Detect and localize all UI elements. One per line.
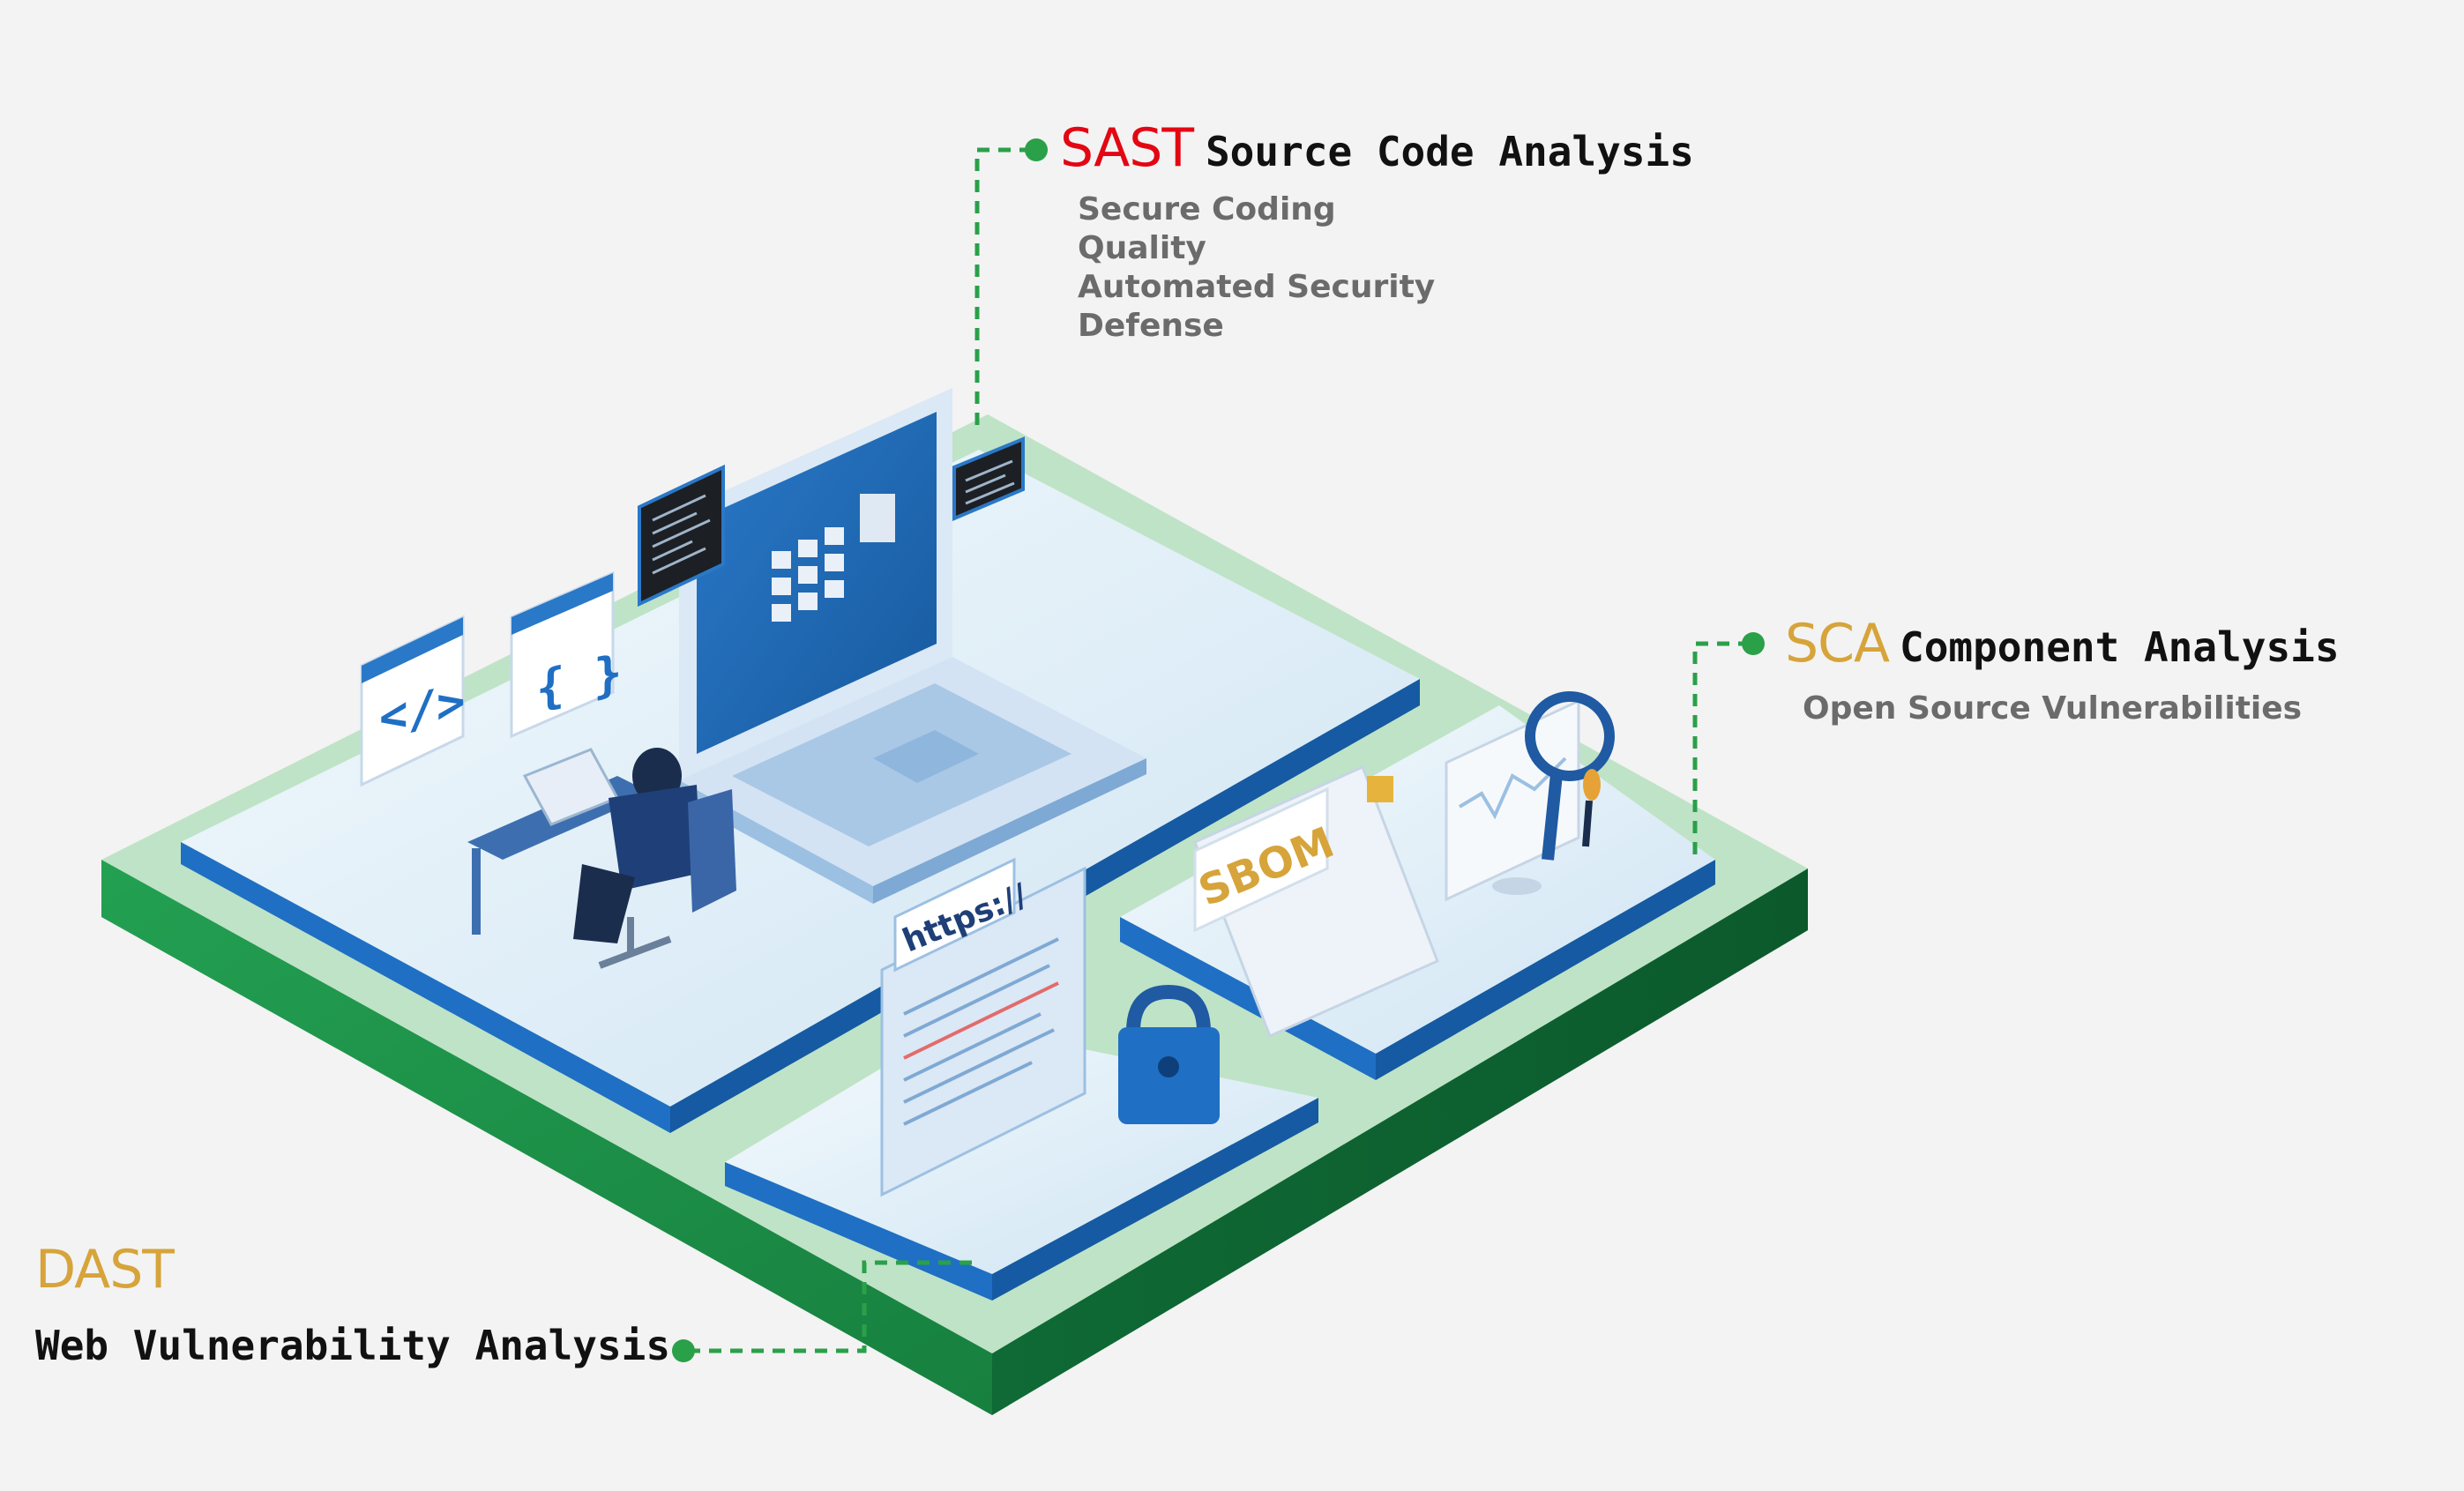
sast-title: Source Code Analysis: [1205, 128, 1694, 175]
sast-acronym: SAST: [1060, 117, 1194, 179]
sast-item: Automated Security: [1078, 269, 1436, 305]
sca-items: Open Source Vulnerabilities: [1803, 690, 2302, 728]
lock-icon: [1118, 984, 1220, 1124]
sast-item: Secure Coding: [1078, 191, 1336, 227]
dark-code-panel-1: [638, 464, 725, 608]
sca-acronym: SCA: [1785, 613, 1890, 675]
dast-acronym: DAST: [35, 1239, 175, 1301]
sast-items: Secure Coding Quality Automated Security…: [1078, 190, 1435, 346]
magnifier-icon: [1525, 691, 1615, 861]
sast-connector: [974, 138, 1048, 428]
sca-connector: [1692, 632, 1765, 860]
sca-item: Open Source Vulnerabilities: [1803, 690, 2303, 727]
sbom-document: SBOM: [1192, 764, 1439, 1039]
laptop-icon: [679, 388, 1146, 904]
sca-title: Component Analysis: [1900, 623, 2340, 671]
developer-figure: [467, 748, 736, 969]
dast-title: Web Vulnerability Analysis: [35, 1322, 671, 1369]
sast-item: Quality: [1078, 230, 1206, 266]
code-window-1: </>: [360, 615, 466, 787]
dast-connector: [672, 1260, 979, 1362]
dark-code-panel-2: [952, 436, 1025, 522]
sast-item: Defense: [1078, 308, 1224, 344]
